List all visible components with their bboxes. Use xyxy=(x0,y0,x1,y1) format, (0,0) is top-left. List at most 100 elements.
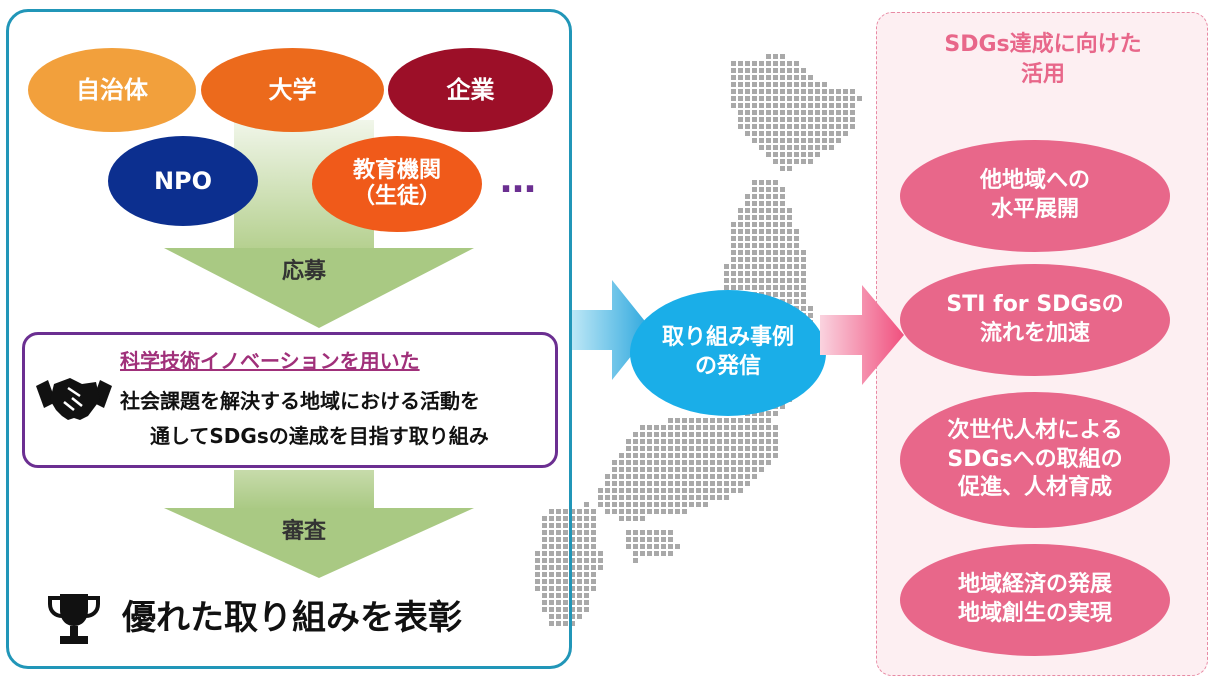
map-dot xyxy=(738,278,743,283)
map-dot xyxy=(577,509,582,514)
map-dot xyxy=(759,89,764,94)
right-item-3-line3: 促進、人材育成 xyxy=(957,475,1112,501)
map-dot xyxy=(703,481,708,486)
map-dot xyxy=(710,432,715,437)
map-dot xyxy=(633,516,638,521)
map-dot xyxy=(689,418,694,423)
map-dot xyxy=(549,523,554,528)
map-dot xyxy=(542,558,547,563)
map-dot xyxy=(640,453,645,458)
map-dot xyxy=(584,572,589,577)
map-dot xyxy=(745,110,750,115)
handshake-icon xyxy=(36,378,112,420)
map-dot xyxy=(591,558,596,563)
map-dot xyxy=(745,236,750,241)
map-dot xyxy=(773,292,778,297)
map-dot xyxy=(801,292,806,297)
map-dot xyxy=(703,467,708,472)
map-dot xyxy=(731,243,736,248)
map-dot xyxy=(556,530,561,535)
map-dot xyxy=(654,460,659,465)
oval-kigyo: 企業 xyxy=(388,48,553,132)
map-dot xyxy=(605,502,610,507)
map-dot xyxy=(766,75,771,80)
map-dot xyxy=(654,537,659,542)
map-dot xyxy=(654,495,659,500)
map-dot xyxy=(619,453,624,458)
map-dot xyxy=(682,474,687,479)
map-dot xyxy=(759,467,764,472)
map-dot xyxy=(717,432,722,437)
map-dot xyxy=(752,208,757,213)
oval-daigaku-label: 大学 xyxy=(268,75,317,104)
right-title-line1: SDGs達成に向けた xyxy=(944,32,1142,57)
map-dot xyxy=(689,432,694,437)
map-dot xyxy=(745,61,750,66)
map-dot xyxy=(773,432,778,437)
map-dot xyxy=(542,544,547,549)
map-dot xyxy=(682,502,687,507)
map-dot xyxy=(577,600,582,605)
center-line1: 取り組み事例 xyxy=(661,325,794,351)
map-dot xyxy=(780,82,785,87)
map-dot xyxy=(661,474,666,479)
map-dot xyxy=(668,439,673,444)
map-dot xyxy=(759,215,764,220)
map-dot xyxy=(766,292,771,297)
map-dot xyxy=(710,418,715,423)
map-dot xyxy=(738,285,743,290)
map-dot xyxy=(822,124,827,129)
map-dot xyxy=(633,446,638,451)
map-dot xyxy=(752,446,757,451)
map-dot xyxy=(759,117,764,122)
map-dot xyxy=(549,621,554,626)
map-dot xyxy=(836,96,841,101)
map-dot xyxy=(682,481,687,486)
map-dot xyxy=(703,502,708,507)
map-dot xyxy=(843,131,848,136)
map-dot xyxy=(801,138,806,143)
map-dot xyxy=(696,439,701,444)
map-dot xyxy=(745,208,750,213)
map-dot xyxy=(850,117,855,122)
map-dot xyxy=(731,61,736,66)
map-dot xyxy=(759,285,764,290)
map-dot xyxy=(626,530,631,535)
map-dot xyxy=(738,418,743,423)
map-dot xyxy=(766,103,771,108)
map-dot xyxy=(794,236,799,241)
map-dot xyxy=(563,572,568,577)
map-dot xyxy=(752,117,757,122)
map-dot xyxy=(675,439,680,444)
map-dot xyxy=(759,278,764,283)
map-dot xyxy=(752,215,757,220)
map-dot xyxy=(766,278,771,283)
map-dot xyxy=(535,565,540,570)
map-dot xyxy=(766,257,771,262)
map-dot xyxy=(675,509,680,514)
map-dot xyxy=(780,117,785,122)
map-dot xyxy=(759,131,764,136)
map-dot xyxy=(577,565,582,570)
map-dot xyxy=(654,439,659,444)
map-dot xyxy=(556,565,561,570)
map-dot xyxy=(556,593,561,598)
map-dot xyxy=(829,103,834,108)
map-dot xyxy=(829,96,834,101)
map-dot xyxy=(731,453,736,458)
map-dot xyxy=(829,124,834,129)
map-dot xyxy=(535,551,540,556)
map-dot xyxy=(661,551,666,556)
map-dot xyxy=(801,124,806,129)
map-dot xyxy=(787,243,792,248)
map-dot xyxy=(836,131,841,136)
oval-npo-label: NPO xyxy=(153,166,213,195)
map-dot xyxy=(794,145,799,150)
map-dot xyxy=(619,495,624,500)
map-dot xyxy=(731,439,736,444)
map-dot xyxy=(766,215,771,220)
map-dot xyxy=(745,89,750,94)
map-dot xyxy=(724,271,729,276)
map-dot xyxy=(731,285,736,290)
map-dot xyxy=(654,530,659,535)
